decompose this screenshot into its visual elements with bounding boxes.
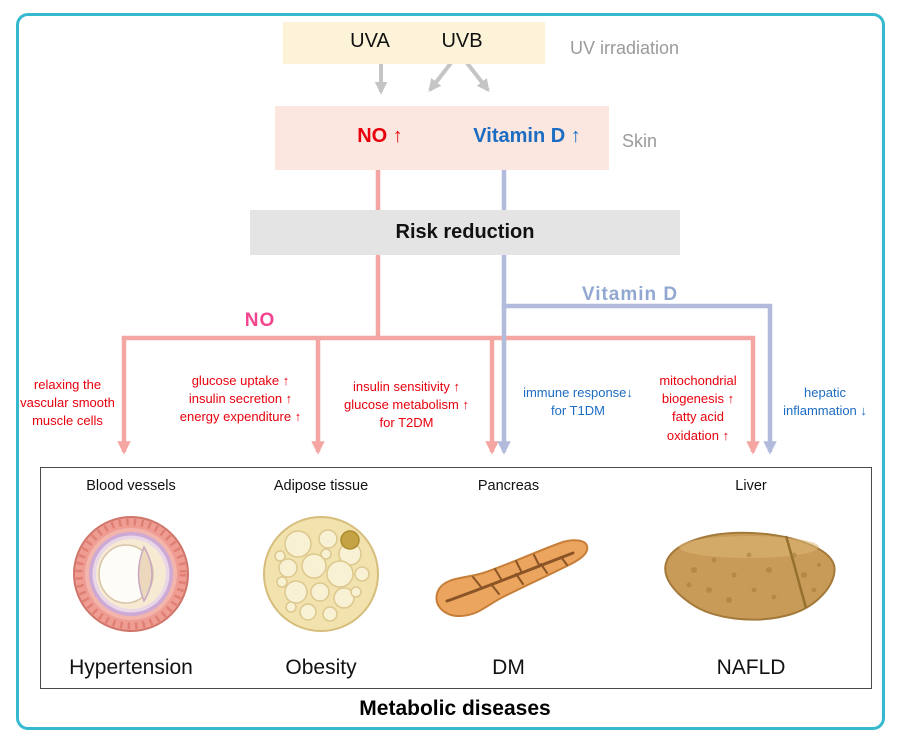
uv-to-skin-arrows — [374, 61, 490, 95]
organ-label: Pancreas — [477, 478, 540, 494]
no-pathway-lines — [117, 170, 760, 455]
metabolic-diseases-panel: Blood vessels Hypertension Adipose tissu… — [40, 467, 872, 689]
annotation-vascular-relaxation: relaxing the vascular smooth muscle cell… — [20, 377, 115, 429]
no-increase-label: NO ↑ — [357, 125, 403, 147]
uvb-label: UVB — [441, 30, 483, 52]
vitamin-d-pathway-label: Vitamin D — [581, 284, 679, 305]
organ-label: Adipose tissue — [273, 478, 369, 494]
annotation-immune-response: immune response↓ for T1DM — [523, 385, 633, 419]
disease-label: DM — [492, 656, 525, 679]
blood-vessel-illustration — [73, 516, 189, 632]
organ-column-blood-vessels: Blood vessels Hypertension — [46, 478, 216, 680]
organ-column-adipose-tissue: Adipose tissue Obesity — [236, 478, 406, 680]
uv-irradiation-caption: UV irradiation — [570, 38, 680, 58]
adipose-tissue-illustration — [263, 516, 379, 632]
annotation-insulin-sensitivity: insulin sensitivity ↑ glucose metabolism… — [344, 379, 469, 431]
figure-border — [16, 13, 885, 730]
organ-column-pancreas: Pancreas DM — [416, 478, 601, 680]
annotation-mitochondrial-biogenesis: mitochondrial biogenesis ↑ fatty acid ox… — [659, 373, 737, 443]
metabolic-diseases-title: Metabolic diseases — [359, 697, 551, 720]
skin-caption: Skin — [622, 131, 658, 151]
uva-label: UVA — [350, 30, 390, 52]
liver-illustration — [663, 531, 836, 621]
risk-reduction-box: Risk reduction — [250, 210, 680, 255]
disease-label: Obesity — [285, 656, 357, 679]
uv-source-box: UVA UVB — [283, 22, 545, 64]
skin-box: NO ↑ Vitamin D ↑ — [275, 106, 609, 170]
organ-label: Liver — [735, 478, 767, 494]
organ-column-liver: Liver NAFLD — [646, 478, 856, 680]
no-pathway-label: NO — [244, 310, 276, 331]
organ-label: Blood vessels — [86, 478, 176, 494]
annotation-glucose-uptake: glucose uptake ↑ insulin secretion ↑ ene… — [179, 373, 302, 425]
disease-label: NAFLD — [716, 656, 786, 679]
pancreas-illustration — [435, 539, 589, 618]
vitamin-d-increase-label: Vitamin D ↑ — [473, 125, 581, 147]
annotation-hepatic-inflammation: hepatic inflammation ↓ — [783, 385, 867, 419]
disease-label: Hypertension — [69, 656, 193, 679]
